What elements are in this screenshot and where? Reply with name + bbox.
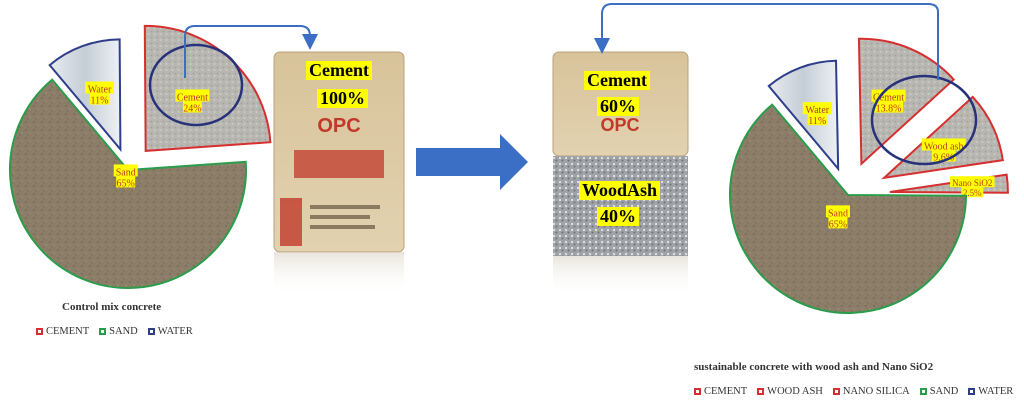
bag-two-top-percent-label: 60% bbox=[597, 97, 639, 116]
pie-slice-cement bbox=[857, 37, 956, 166]
pie-label-background bbox=[182, 100, 202, 113]
legend-swatch bbox=[757, 388, 765, 395]
pie-slice-water bbox=[48, 38, 122, 153]
pie-label-background bbox=[871, 89, 906, 102]
legend-item-sand: SAND bbox=[99, 326, 138, 337]
pie-label-name: Sand bbox=[828, 208, 848, 219]
sustainable-mix-caption: sustainable concrete with wood ash and N… bbox=[694, 361, 934, 373]
pie-label-name: Cement bbox=[873, 93, 904, 104]
control-mix-caption: Control mix concrete bbox=[62, 301, 162, 313]
pie-label-name: Nano SiO2 bbox=[952, 178, 992, 188]
legend-label: SAND bbox=[929, 386, 959, 397]
legend-label: SAND bbox=[109, 326, 138, 337]
pie-label-name: Cement bbox=[177, 92, 208, 103]
pie-label-percent: 13.8% bbox=[876, 104, 902, 115]
legend-item-water: WATER bbox=[147, 326, 193, 337]
pie-label-name: Water bbox=[88, 85, 112, 96]
bag-one-red-print bbox=[294, 150, 384, 178]
bag-two-brand-print: OPC bbox=[600, 115, 639, 135]
transition-arrow bbox=[416, 134, 528, 190]
bag-one-percent-label: 100% bbox=[317, 89, 368, 108]
pie-slice-wood-ash bbox=[881, 95, 1004, 180]
pie-label-percent: 65% bbox=[829, 219, 847, 230]
pie-slice-water bbox=[767, 59, 840, 172]
legend-item-wood-ash: WOOD ASH bbox=[757, 386, 823, 397]
bag-two-bottom-percent-label: 40% bbox=[597, 207, 639, 226]
pie-label-background bbox=[90, 92, 110, 105]
cement-highlight-circle bbox=[870, 74, 978, 166]
pie-label-background bbox=[874, 100, 904, 113]
sustainable-mix-legend: CEMENT WOOD ASH NANO SILICA SAND WATER bbox=[694, 386, 1013, 397]
pie-label-background bbox=[828, 216, 848, 229]
control-mix-legend: CEMENT SAND WATER bbox=[36, 326, 193, 337]
bag-one-material-label: Cement bbox=[306, 61, 372, 80]
pie-label-background bbox=[85, 81, 115, 94]
pie-label-name: Water bbox=[805, 105, 829, 116]
legend-item-cement: CEMENT bbox=[694, 386, 747, 397]
pie-slice-cement bbox=[143, 24, 272, 152]
right-connector-arrow bbox=[594, 3, 939, 80]
bag-two-top-material-label: Cement bbox=[584, 71, 650, 90]
pie-label-background bbox=[950, 176, 995, 188]
pie-label-background bbox=[116, 175, 136, 188]
legend-item-sand: SAND bbox=[919, 386, 959, 397]
legend-item-nano-silica: NANO SILICA bbox=[832, 386, 910, 397]
pie-label-percent: 2.5% bbox=[963, 188, 982, 198]
pie-label-background bbox=[807, 113, 827, 126]
left-connector-arrow bbox=[184, 25, 318, 78]
pie-label-background bbox=[113, 164, 138, 177]
legend-label: CEMENT bbox=[46, 326, 90, 337]
legend-label: CEMENT bbox=[704, 386, 748, 397]
pie-label-percent: 11% bbox=[808, 116, 826, 127]
legend-swatch bbox=[36, 328, 43, 335]
pie-label-background bbox=[825, 205, 850, 218]
pie-label-background bbox=[802, 102, 832, 115]
legend-label: NANO SILICA bbox=[842, 386, 910, 397]
pie-label-percent: 11% bbox=[91, 96, 109, 107]
legend-swatch bbox=[694, 388, 701, 395]
legend-swatch bbox=[832, 388, 840, 395]
legend-item-cement: CEMENT bbox=[36, 326, 89, 337]
legend-swatch bbox=[147, 328, 155, 335]
bag-two-bottom-material-label: WoodAsh bbox=[579, 181, 661, 200]
pie-label-name: Wood ash bbox=[924, 141, 963, 152]
pie-label-percent: 9.6% bbox=[933, 152, 954, 163]
legend-swatch bbox=[99, 328, 107, 335]
woodash-pile bbox=[553, 156, 688, 256]
pie-label-name: Sand bbox=[116, 167, 136, 178]
legend-item-water: WATER bbox=[968, 386, 1013, 397]
cement-bag-image: OPC bbox=[273, 51, 405, 296]
legend-swatch bbox=[968, 388, 976, 395]
cement-highlight-circle bbox=[148, 43, 244, 127]
pie-label-background bbox=[961, 186, 984, 198]
bag-one-barcode bbox=[280, 198, 302, 246]
legend-label: WATER bbox=[978, 386, 1014, 397]
legend-label: WOOD ASH bbox=[767, 386, 823, 397]
legend-label: WATER bbox=[157, 326, 193, 337]
pie-label-background bbox=[175, 89, 210, 102]
bag-one-brand-print: OPC bbox=[317, 115, 360, 137]
pie-label-percent: 65% bbox=[117, 178, 135, 189]
legend-swatch bbox=[919, 388, 927, 395]
pie-label-background bbox=[921, 138, 966, 151]
pie-label-percent: 24% bbox=[183, 103, 201, 114]
